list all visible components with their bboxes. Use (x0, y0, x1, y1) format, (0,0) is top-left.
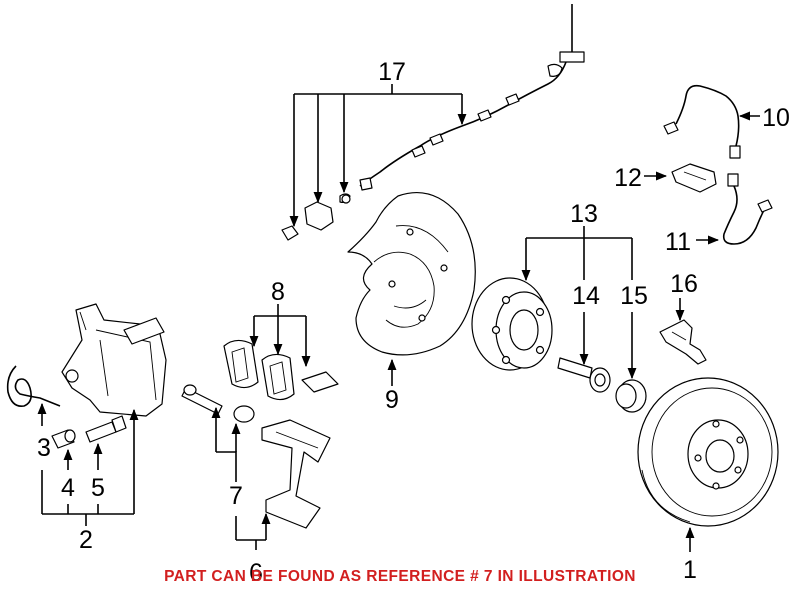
sensor-clip-parts (281, 194, 351, 241)
callout-1: 1 (683, 556, 697, 584)
dust-cap-part (615, 379, 647, 413)
brake-rotor-part (637, 377, 779, 527)
bleeder-screw-part (85, 415, 127, 443)
callout-14: 14 (572, 282, 600, 310)
callout-17: 17 (378, 58, 406, 86)
guide-pin-parts (181, 384, 255, 423)
wheel-speed-sensor-part (659, 319, 707, 365)
callout-11: 11 (665, 228, 691, 256)
callout-3: 3 (37, 434, 51, 462)
splash-shield-part (347, 192, 476, 356)
brake-caliper-part (61, 303, 167, 417)
callout-10: 10 (762, 104, 790, 132)
callout-2: 2 (79, 526, 93, 554)
brake-pad-parts (223, 339, 339, 401)
callout-12: 12 (614, 164, 642, 192)
reference-notice: PART CAN BE FOUND AS REFERENCE # 7 IN IL… (164, 568, 636, 585)
abs-sensor-wire-part (339, 4, 585, 203)
brake-hose-part (663, 84, 741, 159)
callout-15: 15 (620, 282, 648, 310)
hose-bracket-part (671, 163, 717, 193)
callout-13: 13 (570, 200, 598, 228)
callout-8: 8 (271, 278, 285, 306)
callout-6: 6 (249, 559, 263, 587)
caliper-bracket-part (261, 419, 331, 529)
callout-4: 4 (61, 474, 75, 502)
caliper-spring-part (6, 365, 61, 408)
hub-bolt-part (557, 357, 611, 393)
bushing-part (51, 429, 76, 449)
callout-5: 5 (91, 474, 105, 502)
callout-7: 7 (229, 482, 243, 510)
wheel-hub-part (471, 277, 553, 371)
brake-line-part (722, 173, 773, 245)
callout-16: 16 (670, 270, 698, 298)
callout-9: 9 (385, 386, 399, 414)
leader-lines (37, 84, 760, 552)
